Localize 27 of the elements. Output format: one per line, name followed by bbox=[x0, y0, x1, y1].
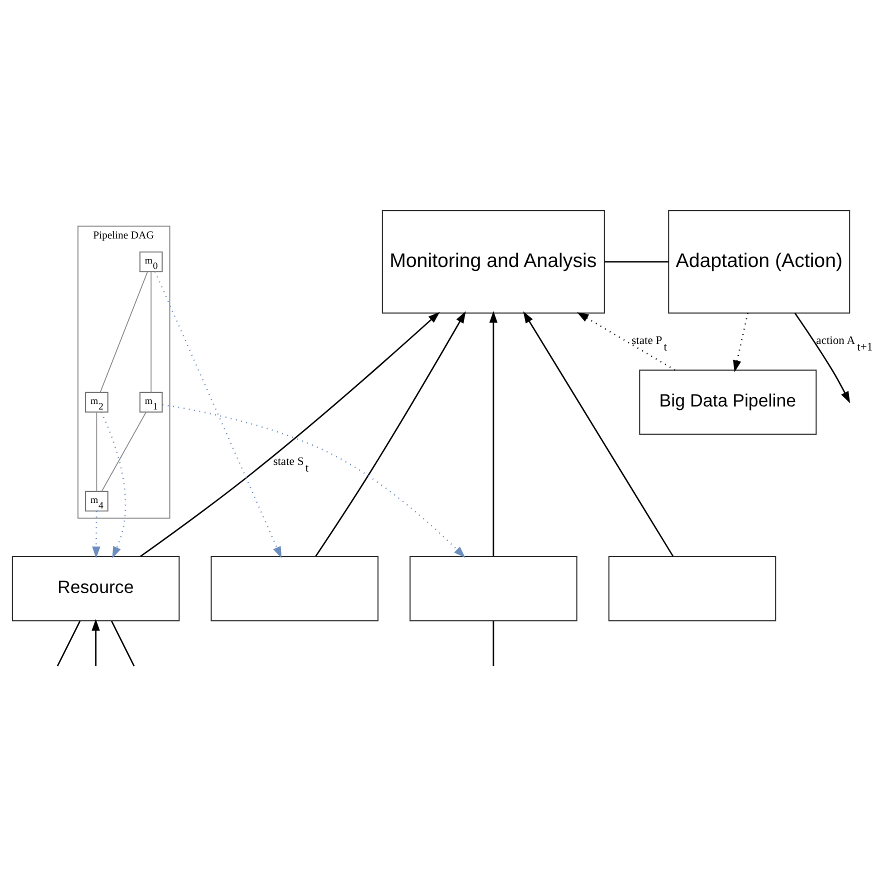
connector bbox=[101, 411, 146, 492]
arrow bbox=[794, 312, 850, 403]
arrow bbox=[733, 312, 748, 372]
connector bbox=[150, 270, 152, 392]
arrow bbox=[100, 411, 126, 558]
connector bbox=[604, 260, 668, 262]
arrow bbox=[576, 312, 676, 370]
arrow bbox=[92, 618, 100, 666]
arrow bbox=[162, 404, 466, 558]
arrow bbox=[154, 270, 282, 558]
arrow bbox=[523, 310, 674, 556]
node-box: Adaptation (Action) bbox=[668, 210, 850, 314]
node-box: Big Data Pipeline bbox=[639, 369, 817, 434]
node-box: Resource bbox=[12, 555, 180, 621]
arrow bbox=[315, 310, 466, 556]
connector bbox=[100, 270, 148, 392]
node-box bbox=[410, 555, 578, 621]
node-box bbox=[210, 555, 379, 621]
node-box bbox=[608, 555, 776, 621]
node-box: Monitoring and Analysis bbox=[382, 210, 605, 314]
arrow bbox=[140, 311, 440, 557]
connector bbox=[56, 620, 81, 666]
connector bbox=[110, 620, 135, 666]
connector bbox=[96, 411, 98, 492]
connector bbox=[492, 620, 494, 666]
arrow bbox=[92, 510, 100, 558]
arrow bbox=[489, 310, 498, 556]
